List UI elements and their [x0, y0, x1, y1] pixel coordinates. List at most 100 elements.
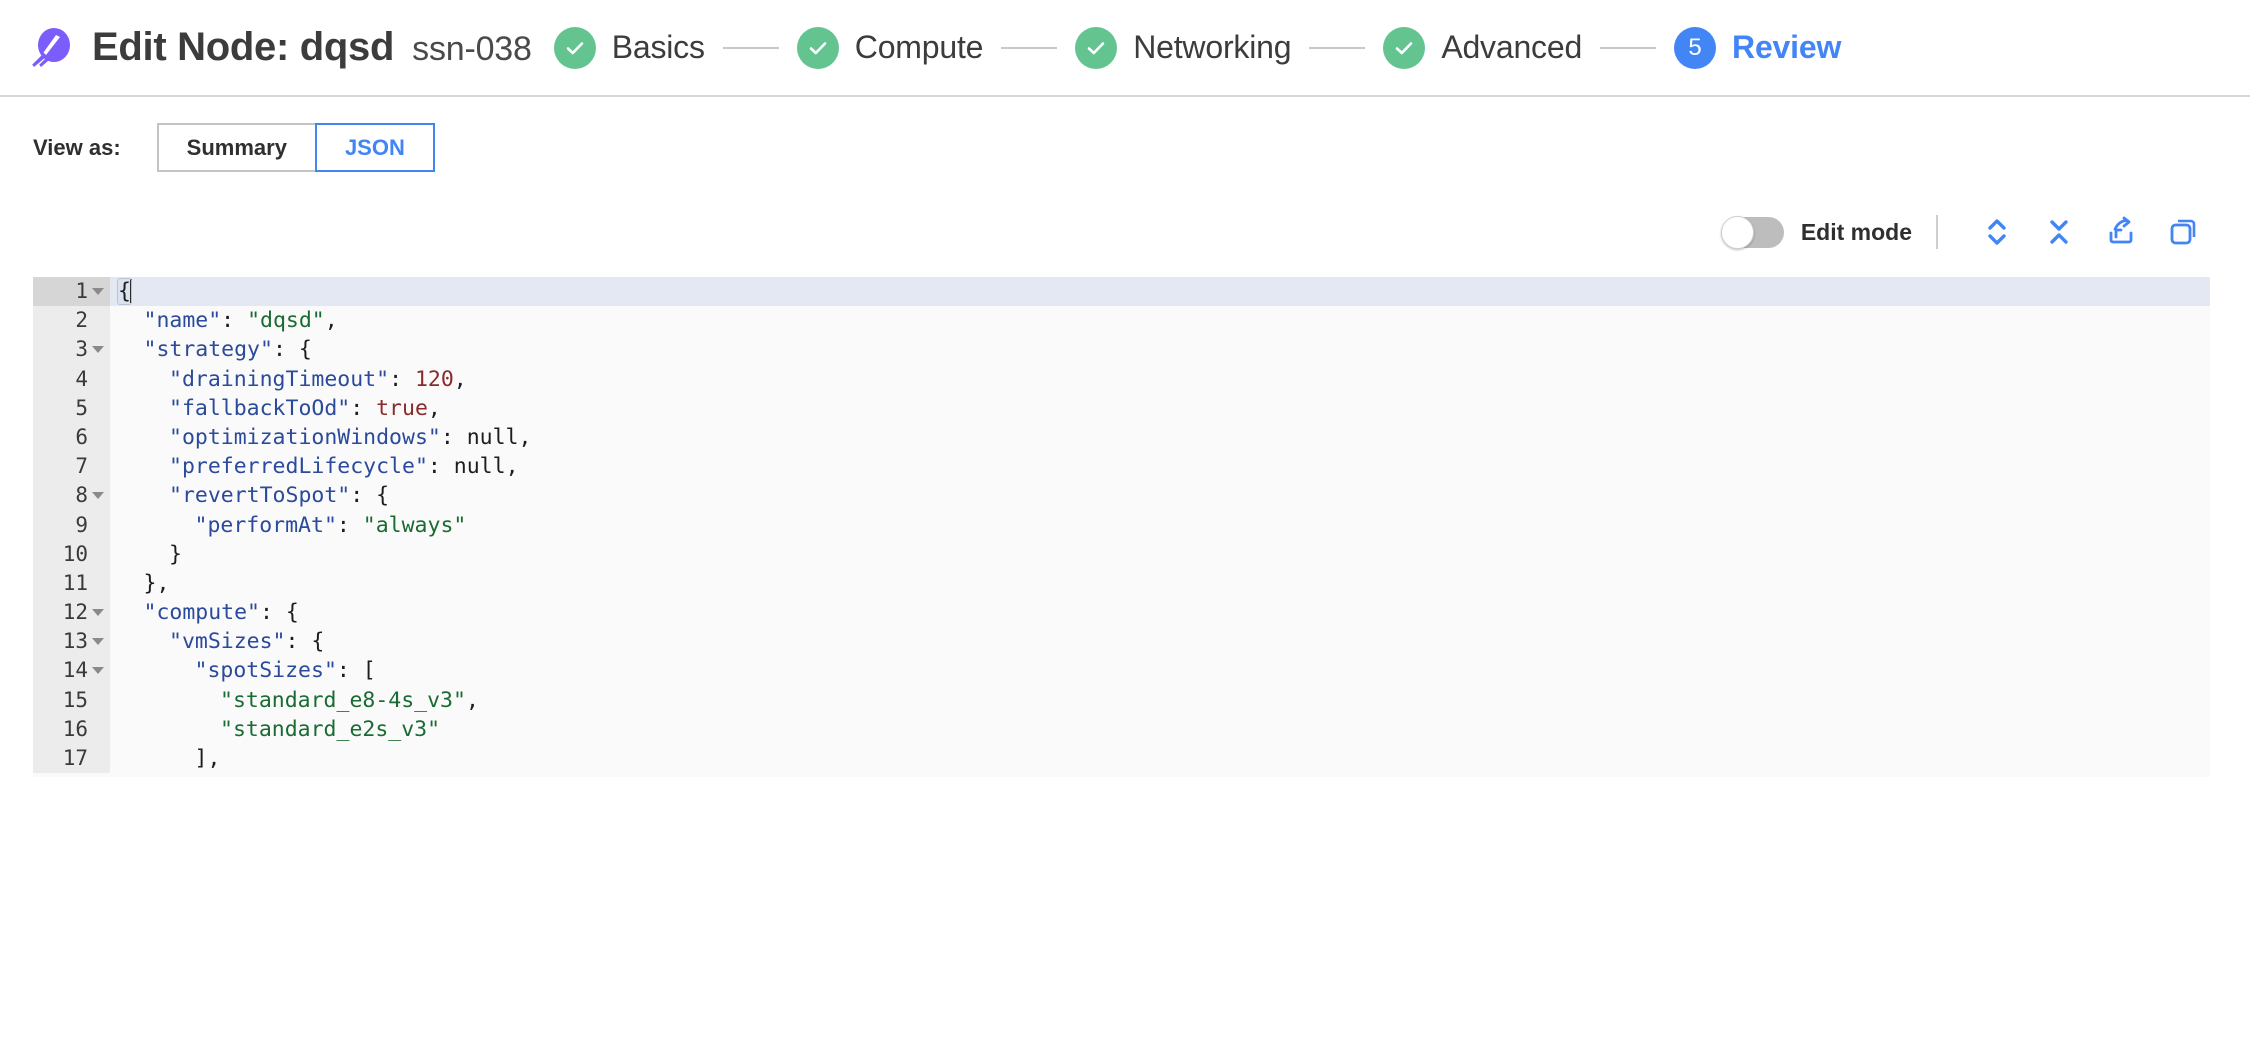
line-number-gutter: 11	[33, 568, 110, 599]
code-content[interactable]: "drainingTimeout": 120,	[169, 366, 467, 392]
stepper-label: Advanced	[1441, 29, 1583, 65]
step-check-icon	[1075, 26, 1118, 69]
line-number: 10	[62, 541, 88, 566]
copy-icon	[2170, 219, 2196, 245]
expand-all-icon	[1988, 219, 2006, 245]
code-line[interactable]: 7 "preferredLifecycle": null,	[33, 452, 2210, 482]
code-content[interactable]: "optimizationWindows": null,	[169, 424, 532, 450]
code-line[interactable]: 1{	[33, 277, 2210, 307]
line-number-gutter: 15	[33, 685, 110, 715]
stepper-item-compute[interactable]: Compute	[796, 26, 984, 69]
stepper-label: Compute	[854, 29, 984, 65]
view-as-label: View as:	[33, 134, 121, 160]
code-content[interactable]: "fallbackToOd": true,	[169, 395, 441, 421]
line-number-gutter: 8	[33, 481, 110, 511]
collapse-all-icon	[2050, 220, 2068, 244]
code-line[interactable]: 5 "fallbackToOd": true,	[33, 393, 2210, 423]
code-content[interactable]: {	[110, 277, 2210, 307]
line-number: 5	[75, 395, 88, 420]
line-number-gutter: 10	[33, 539, 110, 569]
line-number-gutter: 5	[33, 393, 110, 423]
line-number: 12	[62, 600, 88, 625]
copy-button[interactable]	[2158, 209, 2208, 255]
stepper-item-advanced[interactable]: Advanced	[1383, 26, 1583, 69]
line-number: 16	[62, 716, 88, 741]
code-line[interactable]: 6 "optimizationWindows": null,	[33, 422, 2210, 453]
code-content[interactable]: "strategy": {	[143, 337, 312, 363]
code-content[interactable]: "revertToSpot": {	[169, 483, 390, 509]
code-line[interactable]: 15 "standard_e8-4s_v3",	[33, 685, 2210, 715]
line-number: 8	[75, 483, 88, 508]
code-content[interactable]: "compute": {	[143, 600, 299, 626]
code-line[interactable]: 13 "vmSizes": {	[33, 627, 2210, 657]
fold-toggle-icon[interactable]	[92, 667, 104, 675]
text-cursor	[129, 279, 132, 303]
code-content[interactable]: "name": "dqsd",	[143, 308, 338, 334]
line-number: 17	[62, 746, 88, 770]
code-content[interactable]: "standard_e2s_v3"	[220, 716, 441, 742]
code-content[interactable]: "performAt": "always"	[194, 512, 467, 538]
stepper-label: Basics	[611, 29, 705, 65]
code-line[interactable]: 17],	[33, 744, 2210, 774]
code-content[interactable]: },	[143, 570, 170, 596]
code-line[interactable]: 3 "strategy": {	[33, 335, 2210, 365]
code-content[interactable]: "preferredLifecycle": null,	[169, 454, 519, 480]
view-as-option-json[interactable]: JSON	[314, 123, 435, 172]
code-line[interactable]: 10}	[33, 539, 2210, 569]
line-number-gutter: 14	[33, 656, 110, 686]
fold-toggle-icon[interactable]	[92, 609, 104, 617]
line-number: 6	[75, 424, 88, 449]
code-line[interactable]: 16 "standard_e2s_v3"	[33, 714, 2210, 744]
fold-toggle-icon[interactable]	[92, 288, 104, 295]
line-number: 4	[75, 366, 88, 391]
stepper-item-networking[interactable]: Networking	[1075, 26, 1292, 69]
export-icon	[2109, 216, 2133, 244]
code-content[interactable]: "vmSizes": {	[169, 629, 325, 655]
code-line[interactable]: 8 "revertToSpot": {	[33, 481, 2210, 511]
line-number-gutter: 2	[33, 306, 110, 336]
step-connector	[1309, 46, 1366, 49]
view-as-option-summary[interactable]: Summary	[156, 123, 315, 172]
collapse-all-button[interactable]	[2034, 209, 2084, 255]
code-content[interactable]: ],	[194, 746, 221, 771]
code-line[interactable]: 4 "drainingTimeout": 120,	[33, 364, 2210, 394]
line-number-gutter: 12	[33, 598, 110, 628]
line-number-gutter: 13	[33, 627, 110, 657]
line-number: 7	[75, 454, 88, 479]
line-number-gutter: 4	[33, 364, 110, 394]
line-number: 2	[75, 308, 88, 333]
line-number-gutter: 9	[33, 510, 110, 540]
code-line[interactable]: 12 "compute": {	[33, 598, 2210, 628]
json-code-editor[interactable]: 1{2"name": "dqsd",3"strategy": {4"draini…	[33, 277, 2210, 777]
line-number: 13	[62, 629, 88, 654]
stepper-item-basics[interactable]: Basics	[553, 26, 705, 69]
line-number: 9	[75, 512, 88, 537]
stepper-label: Networking	[1133, 29, 1292, 65]
fold-toggle-icon[interactable]	[92, 346, 104, 354]
step-check-icon	[796, 26, 839, 69]
code-content[interactable]: }	[169, 541, 182, 567]
spot-logo	[26, 25, 72, 71]
expand-all-button[interactable]	[1972, 209, 2022, 255]
code-line[interactable]: 9 "performAt": "always"	[33, 510, 2210, 540]
line-number-gutter: 7	[33, 452, 110, 482]
line-number: 3	[75, 337, 88, 362]
fold-toggle-icon[interactable]	[92, 492, 104, 500]
code-content[interactable]: "standard_e8-4s_v3",	[220, 687, 479, 713]
line-number-gutter: 1	[33, 277, 110, 307]
line-number: 1	[75, 279, 88, 303]
code-content[interactable]: "spotSizes": [	[194, 658, 376, 684]
code-line[interactable]: 14 "spotSizes": [	[33, 656, 2210, 686]
step-number-badge: 5	[1674, 26, 1717, 69]
edit-mode-toggle[interactable]	[1720, 215, 1784, 249]
line-number: 15	[62, 687, 88, 712]
fold-toggle-icon[interactable]	[92, 638, 104, 646]
export-button[interactable]	[2096, 209, 2146, 255]
code-line[interactable]: 2 "name": "dqsd",	[33, 306, 2210, 336]
editor-toolbar: Edit mode	[0, 193, 2250, 271]
code-line[interactable]: 11},	[33, 568, 2210, 599]
